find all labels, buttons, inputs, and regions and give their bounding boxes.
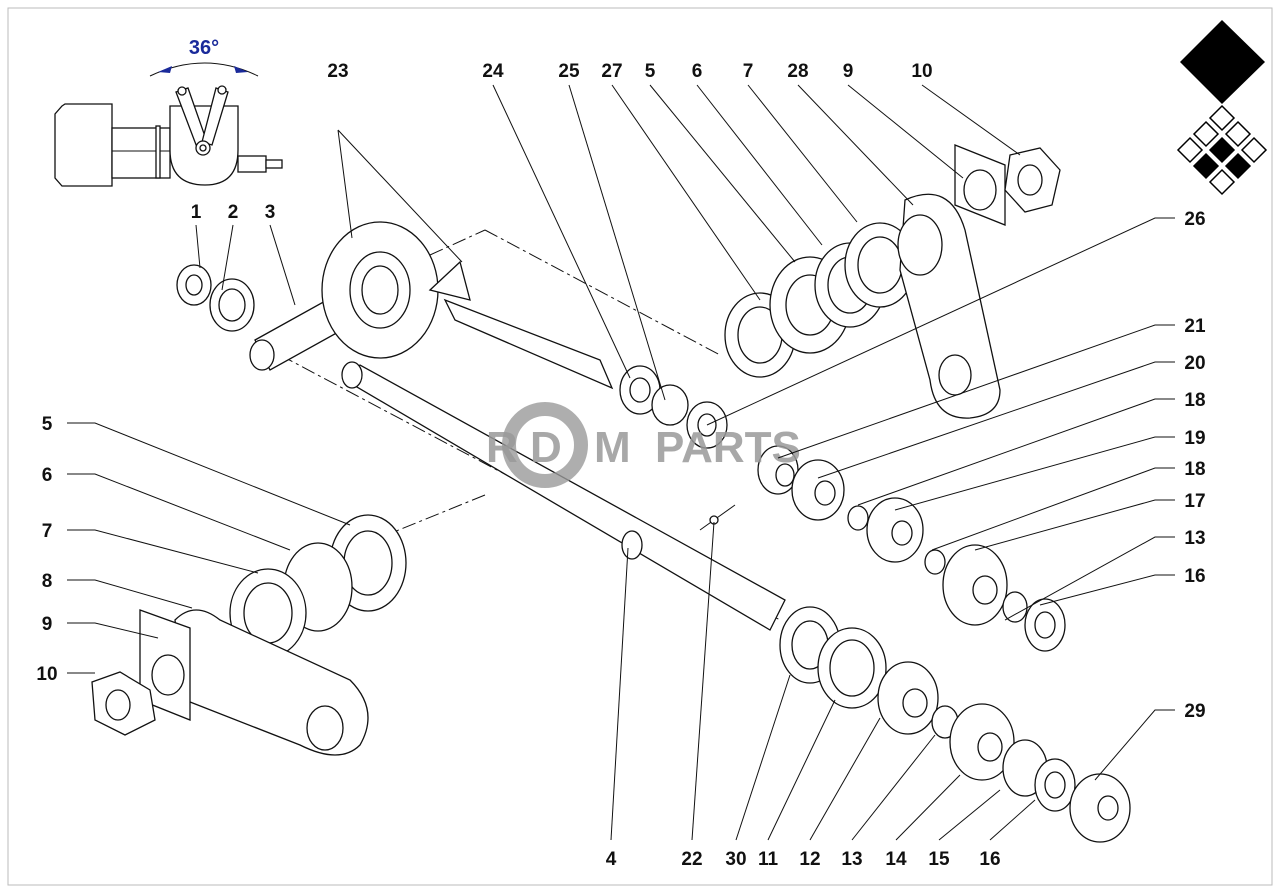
callout-7-left: 7	[42, 521, 53, 542]
callout-15: 15	[928, 849, 950, 870]
callout-labels: 23 24 25 27 5 6 7 28 9 10 26 21 20 18 19…	[36, 61, 1206, 870]
svg-text:R: R	[486, 423, 518, 472]
callout-9-left: 9	[42, 614, 53, 635]
callout-21: 21	[1184, 316, 1206, 337]
svg-text:PARTS: PARTS	[655, 423, 801, 472]
callout-4: 4	[606, 849, 617, 870]
callout-8: 8	[42, 571, 53, 592]
lower-right-parts	[779, 606, 1131, 843]
callout-5: 5	[645, 61, 656, 82]
callout-19: 19	[1184, 428, 1205, 449]
callout-29: 29	[1184, 701, 1205, 722]
leader-lines	[67, 84, 1175, 841]
callout-18b: 18	[1184, 459, 1205, 480]
callout-10-left: 10	[36, 664, 57, 685]
callout-27: 27	[601, 61, 622, 82]
callout-9: 9	[843, 61, 854, 82]
frame	[7, 7, 1273, 886]
callout-26: 26	[1184, 209, 1205, 230]
brand-diamond-logo	[1176, 20, 1268, 196]
upper-shaft	[176, 221, 728, 449]
rdm-parts-watermark: R D M PARTS	[486, 402, 801, 488]
callout-16-bottom: 16	[979, 849, 1000, 870]
callout-18: 18	[1184, 390, 1205, 411]
callout-3: 3	[265, 202, 276, 223]
callout-30: 30	[725, 849, 746, 870]
svg-text:M: M	[594, 423, 631, 472]
callout-10: 10	[911, 61, 932, 82]
motion-angle-inset: 36°	[54, 37, 283, 187]
callout-14: 14	[885, 849, 907, 870]
main-shaft	[341, 361, 786, 631]
upper-right-parts	[724, 144, 1061, 419]
angle-label: 36°	[189, 37, 219, 59]
callout-6-left: 6	[42, 465, 53, 486]
callout-5-left: 5	[42, 414, 53, 435]
callout-1: 1	[191, 202, 202, 223]
callout-23: 23	[327, 61, 348, 82]
callout-6: 6	[692, 61, 703, 82]
callout-25: 25	[558, 61, 580, 82]
callout-11: 11	[758, 849, 779, 870]
svg-text:D: D	[530, 423, 562, 472]
callout-28: 28	[787, 61, 808, 82]
callout-22: 22	[681, 849, 702, 870]
left-parts	[91, 514, 407, 756]
callout-2: 2	[228, 202, 239, 223]
callout-24: 24	[482, 61, 504, 82]
callout-17: 17	[1184, 491, 1205, 512]
callout-12: 12	[799, 849, 820, 870]
callout-16: 16	[1184, 566, 1205, 587]
callout-13-bottom: 13	[841, 849, 862, 870]
callout-13: 13	[1184, 528, 1205, 549]
callout-7: 7	[743, 61, 754, 82]
right-mid-parts	[699, 445, 1066, 652]
callout-20: 20	[1184, 353, 1205, 374]
